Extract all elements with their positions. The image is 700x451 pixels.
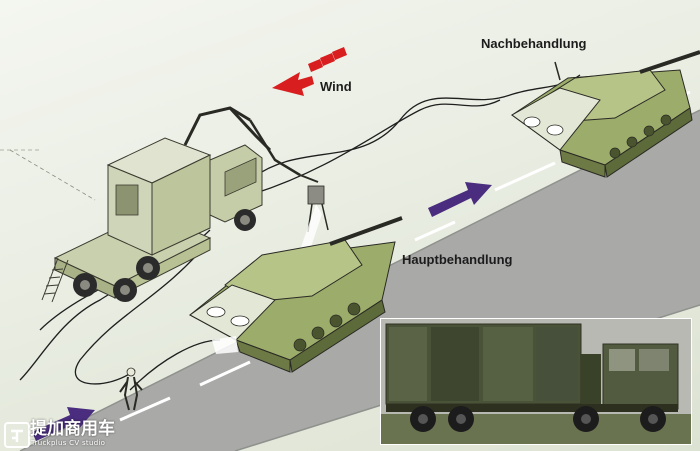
tank-post-treatment bbox=[511, 50, 700, 178]
wind-label: Wind bbox=[320, 79, 352, 94]
wind-arrow-icon bbox=[272, 47, 347, 96]
watermark-subtext: Truckplus CV studio bbox=[31, 439, 106, 447]
driving-direction-arrow bbox=[428, 182, 492, 217]
truck-photo bbox=[380, 318, 692, 445]
main-treatment-label: Hauptbehandlung bbox=[402, 252, 513, 267]
decontamination-truck bbox=[41, 106, 319, 303]
truckplus-logo-icon bbox=[4, 422, 30, 448]
driving-direction-arrow-lower bbox=[32, 407, 95, 441]
grass-field bbox=[0, 149, 96, 201]
spray-mast bbox=[288, 185, 329, 262]
watermark-text: 提加商用车 bbox=[30, 419, 115, 439]
tank-main-treatment bbox=[189, 216, 403, 373]
operator-figure bbox=[119, 367, 143, 411]
truck-photo-image bbox=[381, 319, 691, 444]
post-treatment-label: Nachbehandlung bbox=[481, 36, 587, 51]
